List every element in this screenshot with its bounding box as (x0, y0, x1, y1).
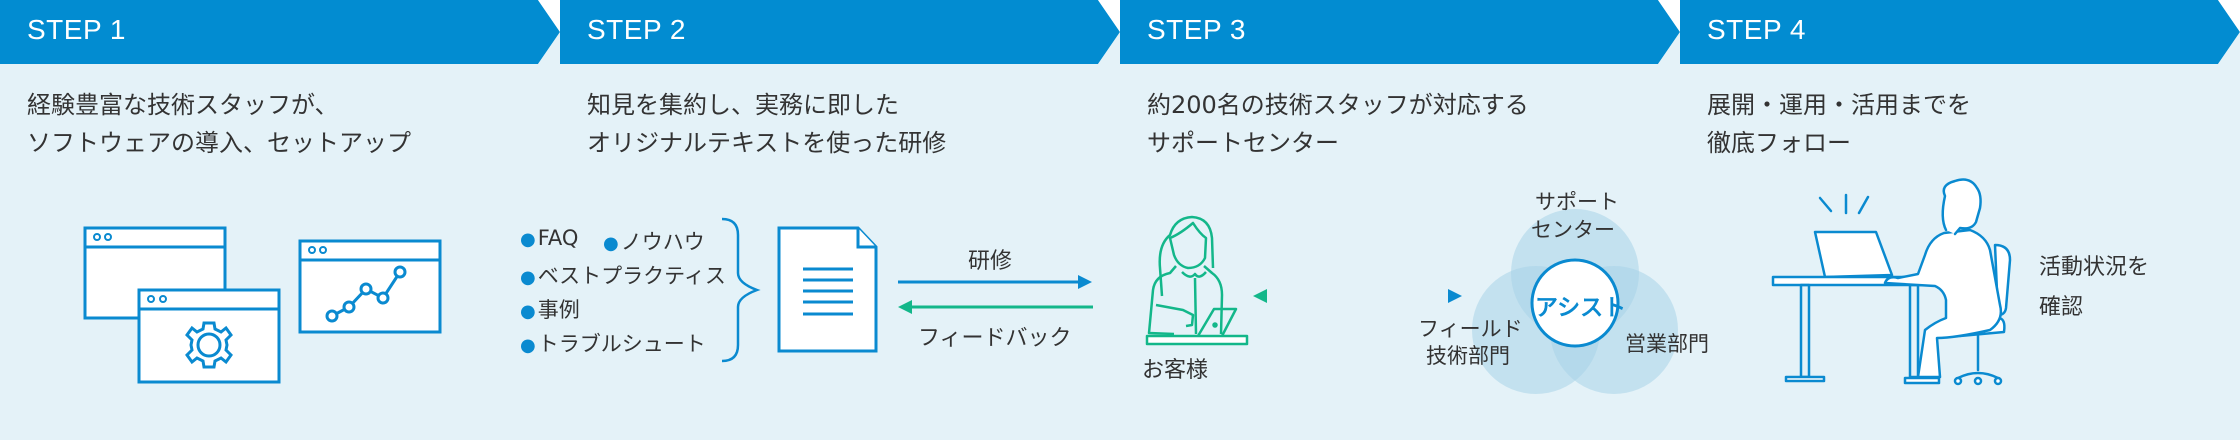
step-2-chevron (560, 0, 1120, 64)
knowledge-item-label: トラブルシュート (537, 332, 706, 356)
chevron-notch (2218, 32, 2240, 64)
chevron-notch (1098, 32, 1120, 64)
step-header-band: STEP 1 STEP 2 STEP 3 STEP 4 (0, 0, 2240, 64)
venn-label-sales: 営業部門 (1625, 332, 1709, 356)
step-3-label: STEP 3 (1147, 14, 1246, 45)
chevron-notch (538, 0, 560, 32)
curly-brace (721, 217, 761, 363)
venn-center-assist (1530, 258, 1620, 348)
bullet-icon: ● (520, 335, 536, 356)
chevron-notch (538, 32, 560, 64)
step-3-description: 約200名の技術スタッフが対応する サポートセンター (1147, 91, 1529, 157)
step-4-chevron (1680, 0, 2240, 64)
settings-window-icon (137, 288, 281, 384)
gear-icon (185, 321, 233, 369)
knowledge-item-label: ノウハウ (620, 230, 705, 254)
training-arrow (898, 275, 1092, 289)
notification-lines (1818, 193, 1870, 215)
step-2-description: 知見を集約し、実務に即した オリジナルテキストを使った研修 (587, 91, 947, 157)
bullet-icon: ● (603, 233, 619, 254)
step-1-description: 経験豊富な技術スタッフが、 ソフトウェアの導入、セットアップ (27, 91, 411, 157)
knowledge-item: ●トラブルシュート (520, 328, 706, 358)
knowledge-item: ●ベストプラクティス (520, 260, 726, 290)
knowledge-item-label: 事例 (537, 298, 580, 322)
venn-diagram (1472, 209, 1678, 394)
knowledge-item: ●FAQ (520, 226, 578, 250)
customer-label: お客様 (1142, 358, 1209, 383)
document-icon (777, 226, 878, 353)
venn-label-support-center-2: センター (1531, 218, 1615, 242)
step-chevrons (0, 0, 2240, 64)
bullet-icon: ● (520, 301, 536, 322)
chart-window-icon (298, 239, 442, 334)
step-3-chevron (1120, 0, 1680, 64)
knowledge-item: ●ノウハウ (603, 226, 705, 256)
knowledge-item-label: ベストプラクティス (537, 264, 726, 288)
venn-label-support-center-1: サポート (1535, 190, 1619, 214)
chevron-notch (1658, 0, 1680, 32)
software-windows-icon (83, 226, 442, 384)
bullet-icon: ● (520, 267, 536, 288)
feedback-label: フィードバック (918, 326, 1072, 351)
feedback-arrow (898, 300, 1093, 314)
knowledge-item-label: FAQ (537, 226, 579, 250)
step-1-chevron (0, 0, 560, 64)
chevron-notch (1658, 32, 1680, 64)
training-label: 研修 (968, 249, 1013, 274)
laptop-icon (1813, 230, 1894, 279)
venn-center-label: アシスト (1535, 295, 1627, 321)
knowledge-item: ●事例 (520, 294, 580, 324)
venn-label-field-tech-2: 技術部門 (1426, 344, 1510, 368)
step-4-description: 展開・運用・活用までを 徹底フォロー (1707, 91, 1971, 157)
step-4-label: STEP 4 (1707, 14, 1806, 45)
bidirectional-arrow (1253, 289, 1462, 303)
chevron-notch (1098, 0, 1120, 32)
activity-caption-1: 活動状況を (2039, 255, 2150, 280)
chevron-notch (2218, 0, 2240, 32)
activity-caption-2: 確認 (2039, 295, 2084, 320)
step-2-label: STEP 2 (587, 14, 686, 45)
step-1-label: STEP 1 (27, 14, 126, 45)
person-at-desk-icon (1771, 178, 2012, 386)
bullet-icon: ● (520, 229, 536, 250)
venn-label-field-tech-1: フィールド (1418, 317, 1523, 341)
customer-icon (1145, 215, 1249, 346)
